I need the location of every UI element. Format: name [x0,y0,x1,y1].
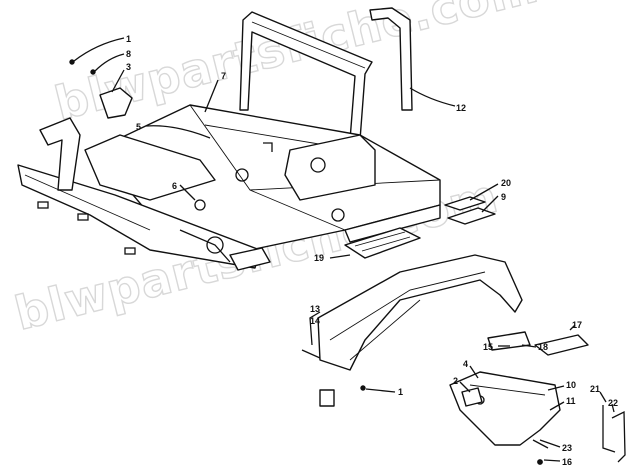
callout-16: 16 [562,457,572,467]
callout-13: 13 [310,304,320,314]
callout-23: 23 [562,443,572,453]
callout-2: 2 [453,376,458,386]
callout-5: 5 [136,122,141,132]
part-washer-8 [90,69,96,75]
part-fastener-1 [69,59,75,65]
callout-20: 20 [501,178,511,188]
callout-9: 9 [501,192,506,202]
part-bracket-2 [461,387,483,407]
callout-17: 17 [572,320,582,330]
part-pin-21 [602,405,616,453]
callout-1: 1 [126,34,131,44]
callout-15: 15 [483,342,493,352]
part-fastener-1b [360,385,366,391]
part-rear-flap-14 [317,254,523,371]
callout-3: 3 [126,62,131,72]
callout-labels: 1 8 3 7 5 6 12 20 9 19 13 14 15 18 17 4 … [126,34,618,467]
callout-18: 18 [538,342,548,352]
part-decal-9 [447,207,496,225]
part-decal-20 [444,196,486,211]
part-bracket-3 [99,87,133,119]
callout-8: 8 [126,49,131,59]
part-block [319,389,335,407]
callout-12: 12 [456,103,466,113]
part-handle-17 [534,334,589,356]
part-nut-16 [537,459,543,465]
callout-11: 11 [566,396,576,406]
callout-6: 6 [172,181,177,191]
callout-4: 4 [463,359,468,369]
part-bracket-15 [487,331,531,351]
callout-22: 22 [608,398,618,408]
chassis-frame [17,11,441,271]
part-hitch-plate-10 [449,371,561,446]
callout-1b: 1 [398,387,403,397]
callout-19: 19 [314,253,324,263]
part-trim-12 [369,7,413,111]
leader-lines [73,37,615,462]
callout-21: 21 [590,384,600,394]
part-clip-22 [611,410,626,463]
callout-7: 7 [221,71,226,81]
callout-14: 14 [310,316,320,326]
callout-10: 10 [566,380,576,390]
